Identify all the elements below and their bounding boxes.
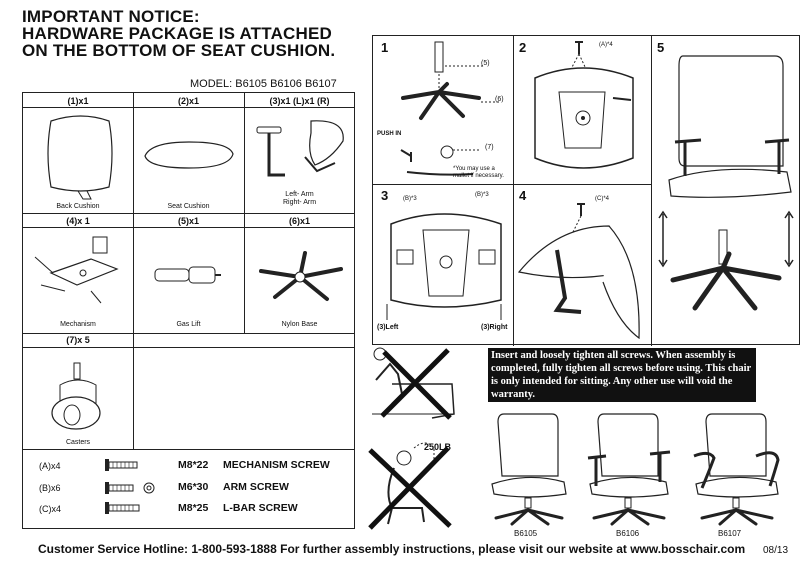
screw-b-icon xyxy=(105,482,155,494)
assembly-warning: Insert and loosely tighten all screws. W… xyxy=(488,348,756,402)
assembly-steps: 1 (5) (6) (7) PUSH IN *You may use a mal… xyxy=(372,35,800,346)
screw-qty-c: (C)x4 xyxy=(39,504,61,514)
screw-name-b: ARM SCREW xyxy=(223,481,289,493)
screw-name-c: L-BAR SCREW xyxy=(223,502,298,514)
screw-size-b: M6*30 xyxy=(178,481,209,493)
step-1-label-7: (7) xyxy=(485,144,494,151)
step-1-diagram xyxy=(400,41,499,176)
step-3-number: 3 xyxy=(381,188,389,203)
part-qty-6: (6)x1 xyxy=(288,216,310,226)
screw-qty-a: (A)x4 xyxy=(39,461,61,471)
step-3-diagram xyxy=(386,213,502,320)
step-3-screw-label-right: (B)*3 xyxy=(475,192,489,198)
notice-line-2: HARDWARE PACKAGE IS ATTACHED xyxy=(22,24,333,43)
step-2-screw-label: (A)*4 xyxy=(599,42,613,48)
part-qty-1: (1)x1 xyxy=(67,96,89,106)
step-4-diagram xyxy=(517,203,640,340)
caster-image xyxy=(51,362,101,430)
chair-b6106-image xyxy=(587,413,671,526)
gas-lift-image xyxy=(154,266,221,284)
part-name-6: Nylon Base xyxy=(281,321,318,328)
important-notice: IMPORTANT NOTICE: HARDWARE PACKAGE IS AT… xyxy=(22,8,335,59)
step-5-number: 5 xyxy=(657,40,665,55)
notice-line-1: IMPORTANT NOTICE: xyxy=(22,7,200,26)
step-1-mallet-2: mallet if necessary. xyxy=(453,173,504,179)
arms-image xyxy=(256,120,344,177)
step-1-label-5: (5) xyxy=(481,60,490,67)
part-qty-3: (3)x1 (L)x1 (R) xyxy=(269,96,330,106)
step-4-number: 4 xyxy=(519,188,527,203)
part-name-7: Casters xyxy=(65,439,91,446)
part-name-1: Back Cushion xyxy=(56,203,100,210)
part-name-3a: Left- Arm xyxy=(285,191,314,198)
chair-b6105-image xyxy=(491,413,567,526)
part-name-4: Mechanism xyxy=(60,321,96,328)
step-2-number: 2 xyxy=(519,40,527,55)
weight-limit-warning-image xyxy=(368,442,452,530)
step-5-diagram xyxy=(658,55,794,311)
parts-list: (1)x1 (2)x1 (3)x1 (L)x1 (R) Back Cushion… xyxy=(22,92,355,529)
step-4-screw-label: (C)*4 xyxy=(595,196,610,202)
no-standing-warning-image xyxy=(372,347,455,420)
screw-a-icon xyxy=(105,459,138,471)
print-date: 08/13 xyxy=(763,545,789,556)
screw-size-a: M8*22 xyxy=(178,459,209,471)
chair-model-label-2: B6106 xyxy=(616,529,640,538)
step-1-label-6: (6) xyxy=(495,96,504,103)
back-cushion-image xyxy=(47,115,113,200)
part-qty-2: (2)x1 xyxy=(177,96,199,106)
chair-model-label-3: B6107 xyxy=(718,529,742,538)
notice-line-3: ON THE BOTTOM OF SEAT CUSHION. xyxy=(22,41,336,60)
step-3-right-arm-label: (3)Right xyxy=(481,324,508,331)
customer-service-footer: Customer Service Hotline: 1-800-593-1888… xyxy=(38,542,746,556)
step-1-push-in: PUSH IN xyxy=(377,131,402,137)
part-qty-4: (4)x 1 xyxy=(66,216,90,226)
nylon-base-image xyxy=(259,251,343,301)
part-qty-7: (7)x 5 xyxy=(66,335,90,345)
part-name-3b: Right- Arm xyxy=(282,199,317,206)
step-3-left-arm-label: (3)Left xyxy=(377,324,399,331)
screw-size-c: M8*25 xyxy=(178,502,209,514)
model-numbers: MODEL: B6105 B6106 B6107 xyxy=(190,78,337,90)
chair-model-label-1: B6105 xyxy=(514,529,538,538)
part-qty-5: (5)x1 xyxy=(177,216,199,226)
screw-qty-b: (B)x6 xyxy=(39,483,61,493)
step-2-diagram xyxy=(534,41,634,169)
screw-c-icon xyxy=(105,502,140,514)
part-name-5: Gas Lift xyxy=(176,321,201,328)
weight-limit-label: 250LB xyxy=(424,442,452,452)
step-1-number: 1 xyxy=(381,40,389,55)
step-3-screw-label-left: (B)*3 xyxy=(403,196,417,202)
mechanism-image xyxy=(34,236,119,304)
seat-cushion-image xyxy=(144,141,234,169)
part-name-2: Seat Cushion xyxy=(167,203,210,210)
screw-name-a: MECHANISM SCREW xyxy=(223,459,330,471)
chair-b6107-image xyxy=(693,413,780,526)
step-1-mallet-1: *You may use a xyxy=(453,166,495,172)
